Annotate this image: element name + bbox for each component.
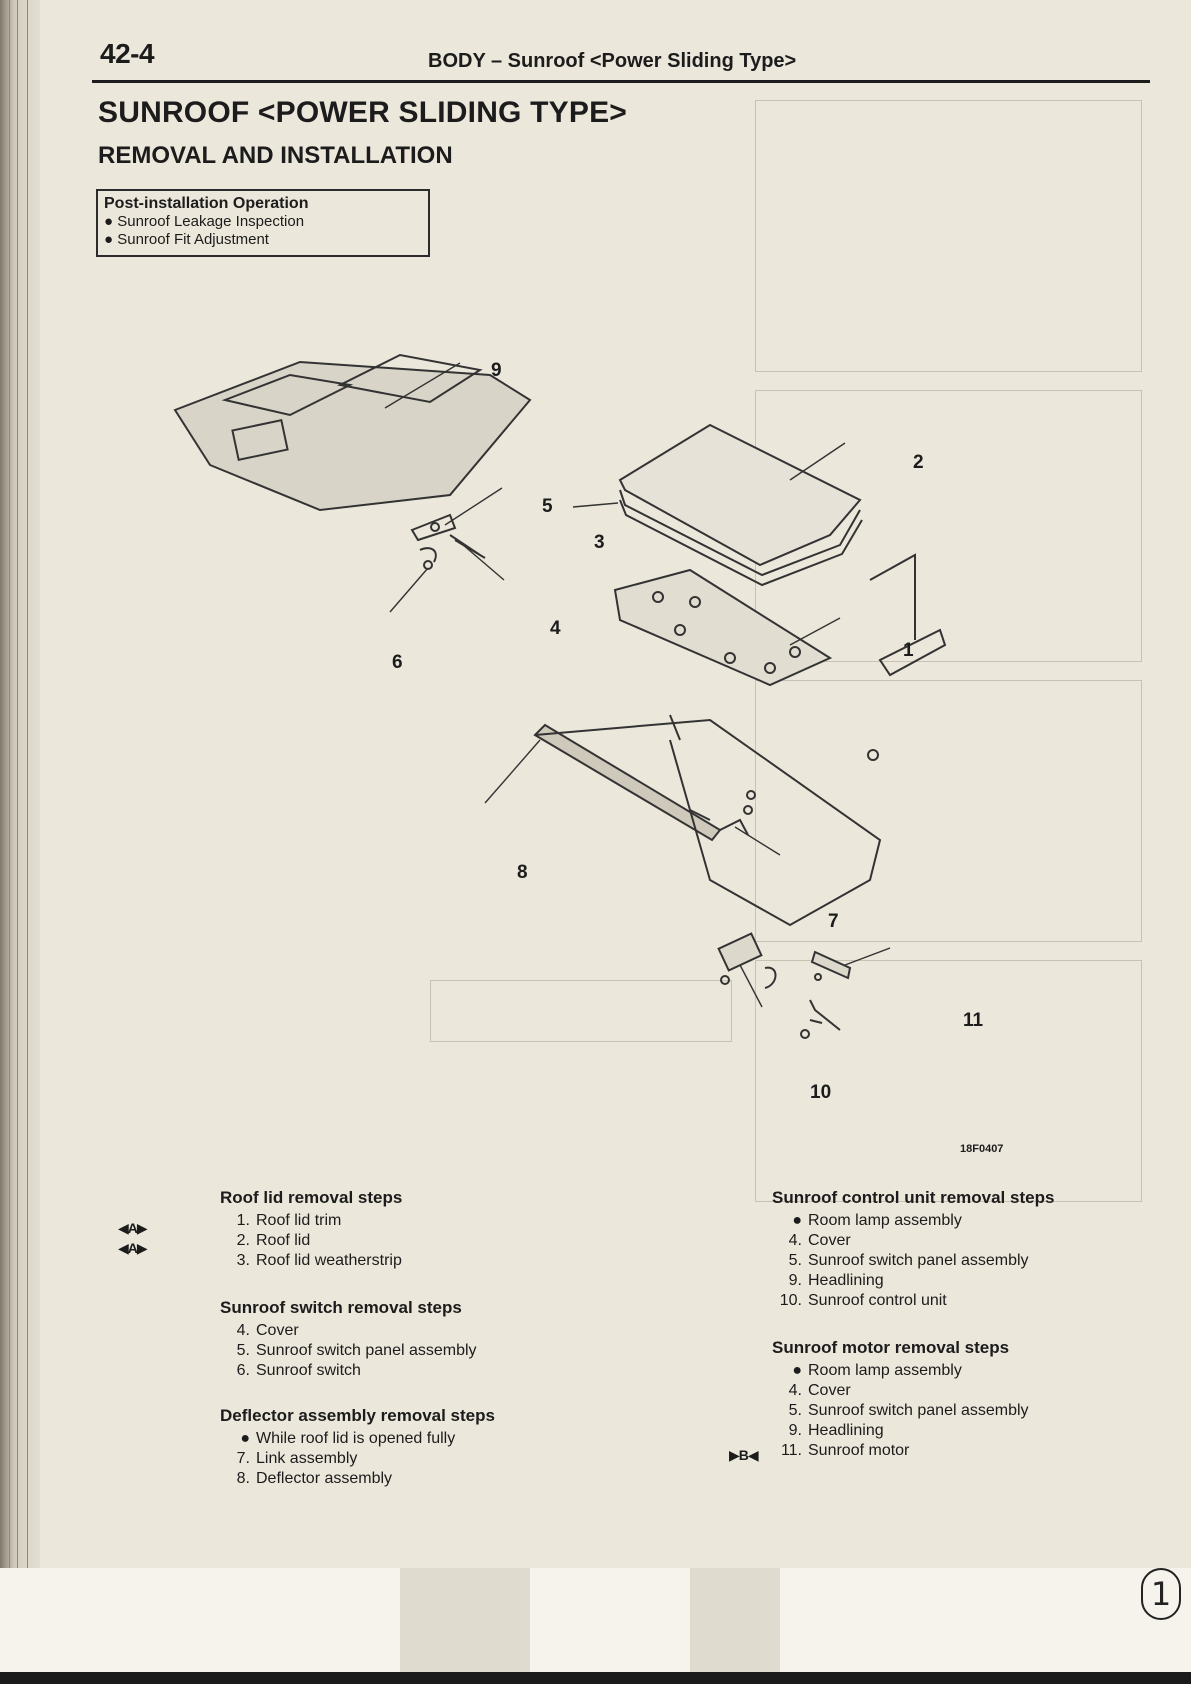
list-item: 3.Roof lid weatherstrip xyxy=(236,1252,402,1269)
switch-steps: Sunroof switch removal steps 4.Cover 5.S… xyxy=(220,1298,477,1381)
list-item: 4.Cover xyxy=(788,1232,851,1249)
exploded-diagram xyxy=(173,353,947,1039)
callout-9: 9 xyxy=(491,360,502,381)
main-title: SUNROOF <POWER SLIDING TYPE> xyxy=(98,96,628,129)
callout-3: 3 xyxy=(594,532,605,553)
switch-steps-title: Sunroof switch removal steps xyxy=(220,1298,462,1317)
list-item: 9.Headlining xyxy=(788,1422,884,1439)
header-rule xyxy=(92,80,1150,83)
figure-code: 18F0407 xyxy=(960,1143,1004,1155)
control-unit-steps-title: Sunroof control unit removal steps xyxy=(772,1188,1055,1207)
deflector-drawing xyxy=(533,723,722,842)
post-installation-item: ● Sunroof Leakage Inspection xyxy=(104,213,305,230)
list-item: 2.Roof lid xyxy=(236,1232,311,1249)
service-mark-a: ◀A▶ xyxy=(118,1220,148,1236)
roof-lid-steps: Roof lid removal steps 1.Roof lid trim 2… xyxy=(220,1188,402,1271)
control-unit-drawing xyxy=(717,932,763,972)
list-item: ●While roof lid is opened fully xyxy=(240,1430,456,1447)
callout-1: 1 xyxy=(903,640,914,661)
roof-lid-trim-drawing xyxy=(613,568,833,687)
page-bottom-strip xyxy=(0,1568,1191,1684)
callout-6: 6 xyxy=(392,652,403,673)
deflector-steps-title: Deflector assembly removal steps xyxy=(220,1406,495,1425)
headlining-drawing xyxy=(173,360,532,512)
callout-10: 10 xyxy=(810,1082,832,1103)
switch-panel-drawing xyxy=(410,513,457,542)
list-item: 8.Deflector assembly xyxy=(236,1470,393,1487)
post-installation-title: Post-installation Operation xyxy=(104,195,309,212)
post-installation-item: ● Sunroof Fit Adjustment xyxy=(104,231,269,248)
callout-5: 5 xyxy=(542,496,553,517)
list-item: 11.Sunroof motor xyxy=(780,1442,910,1459)
callout-4: 4 xyxy=(550,618,561,639)
motor-steps-title: Sunroof motor removal steps xyxy=(772,1338,1010,1357)
motor-steps: Sunroof motor removal steps ●Room lamp a… xyxy=(772,1338,1029,1461)
list-item: 5.Sunroof switch panel assembly xyxy=(788,1252,1029,1269)
service-mark-a: ◀A▶ xyxy=(118,1240,148,1256)
control-unit-steps: Sunroof control unit removal steps ●Room… xyxy=(772,1188,1054,1311)
running-title: BODY – Sunroof <Power Sliding Type> xyxy=(428,50,797,72)
list-item: ●Room lamp assembly xyxy=(792,1212,962,1229)
callout-7: 7 xyxy=(828,911,839,932)
list-item: 4.Cover xyxy=(788,1382,851,1399)
list-item: 6.Sunroof switch xyxy=(236,1362,361,1379)
callout-2: 2 xyxy=(913,452,924,473)
roof-lid-drawing xyxy=(618,423,862,567)
list-item: 7.Link assembly xyxy=(236,1450,358,1467)
list-item: 9.Headlining xyxy=(788,1272,884,1289)
roof-lid-steps-title: Roof lid removal steps xyxy=(220,1188,403,1207)
callout-8: 8 xyxy=(517,862,528,883)
book-binding-edge xyxy=(0,0,40,1684)
list-item: ●Room lamp assembly xyxy=(792,1362,962,1379)
list-item: 5.Sunroof switch panel assembly xyxy=(788,1402,1029,1419)
page-number: 42-4 xyxy=(100,38,155,69)
list-item: 10.Sunroof control unit xyxy=(779,1292,947,1309)
post-installation-box: Post-installation Operation ● Sunroof Le… xyxy=(96,189,430,257)
corner-page-mark: 1 xyxy=(1141,1568,1181,1620)
callout-11: 11 xyxy=(963,1010,984,1031)
list-item: 4.Cover xyxy=(236,1322,299,1339)
motor-drawing xyxy=(810,950,852,980)
list-item: 1.Roof lid trim xyxy=(236,1212,342,1229)
deflector-steps: Deflector assembly removal steps ●While … xyxy=(220,1406,495,1489)
section-title: REMOVAL AND INSTALLATION xyxy=(98,142,453,169)
list-item: 5.Sunroof switch panel assembly xyxy=(236,1342,477,1359)
service-mark-b: ▶B◀ xyxy=(729,1447,759,1463)
